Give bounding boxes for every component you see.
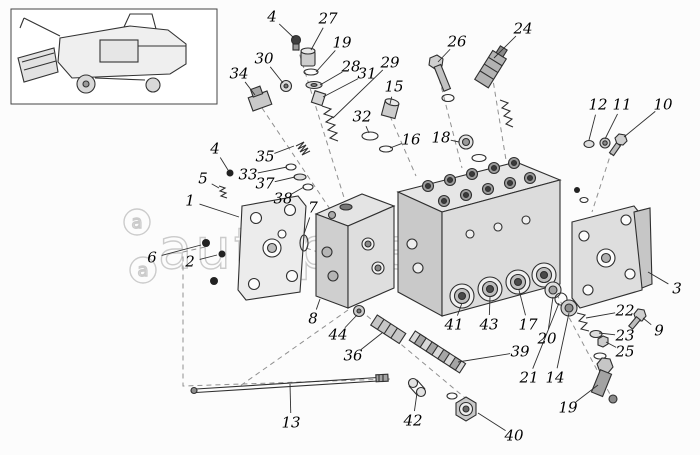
ring xyxy=(285,163,297,171)
spring xyxy=(218,185,228,199)
watermark-badge-circle xyxy=(123,208,151,236)
construction-axes xyxy=(182,45,613,403)
pilot-valve-stack xyxy=(290,34,339,142)
spring xyxy=(295,141,311,156)
bolt xyxy=(608,133,628,157)
watermark-badge-letter: a xyxy=(137,260,148,281)
hex-nut xyxy=(455,396,477,422)
leader-lines xyxy=(161,23,669,431)
end-plate xyxy=(571,187,653,330)
washer xyxy=(441,93,455,103)
ring xyxy=(361,131,379,141)
valve-spool xyxy=(369,314,407,345)
ball xyxy=(226,169,234,177)
washer xyxy=(589,329,603,339)
ring xyxy=(378,145,394,153)
o-ring xyxy=(299,234,309,252)
left-valve-section xyxy=(299,193,396,309)
plug-and-rings xyxy=(361,98,400,153)
ring xyxy=(471,153,487,163)
washer xyxy=(293,173,307,181)
top-ports xyxy=(421,156,537,208)
bolt xyxy=(202,239,210,247)
sleeve xyxy=(310,90,327,107)
spring xyxy=(499,99,514,128)
bolt xyxy=(627,308,647,330)
watermark-badge-circle xyxy=(129,256,157,284)
spool-return-parts xyxy=(544,281,618,404)
spring xyxy=(576,312,590,332)
spring xyxy=(321,105,339,142)
union-fitting xyxy=(590,352,618,404)
mounting-plate xyxy=(202,169,307,301)
bolt xyxy=(210,277,218,285)
machine-inset xyxy=(10,8,218,105)
valve-spool xyxy=(408,330,467,374)
washer xyxy=(583,139,595,149)
ring xyxy=(302,183,314,191)
relief-valve-parts xyxy=(458,45,514,163)
nut xyxy=(597,335,609,348)
yoke xyxy=(407,377,427,398)
spool-bores xyxy=(449,262,557,309)
bolt-26 xyxy=(428,54,455,103)
tie-rod xyxy=(190,373,389,395)
watermark-badge-letter: a xyxy=(131,212,142,233)
main-valve-body xyxy=(396,156,562,317)
end-plate-fasteners xyxy=(583,133,628,157)
bolt xyxy=(218,250,226,258)
spool-parts xyxy=(352,304,477,422)
side-cap-parts xyxy=(247,79,293,112)
washer xyxy=(446,392,458,400)
ring xyxy=(303,68,319,76)
